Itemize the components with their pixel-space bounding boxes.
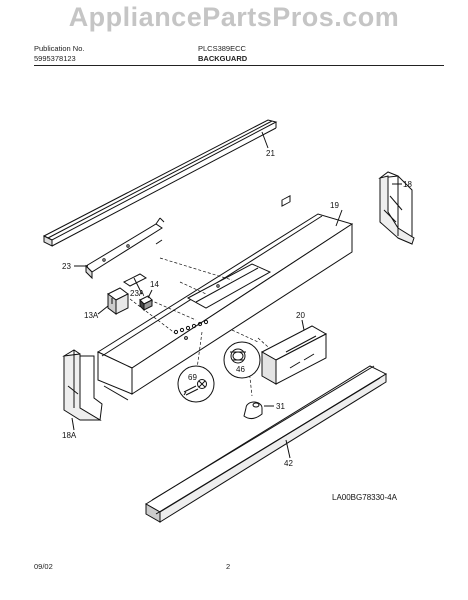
- callout-13a: 13A: [84, 311, 99, 320]
- leader-18a: [71, 417, 75, 431]
- end-cap-18a: [62, 349, 103, 421]
- knob-detail-46: [223, 341, 261, 379]
- callout-23a: 23A: [130, 289, 145, 298]
- clip-14: [139, 295, 153, 312]
- leader-20: [301, 319, 305, 331]
- callout-18: 18: [403, 180, 412, 189]
- callout-labels: 21 18 19 23 14 23A 13A 20 69 46 31 18A 4…: [62, 149, 412, 468]
- callout-14: 14: [150, 280, 159, 289]
- callout-21: 21: [266, 149, 275, 158]
- control-board-20: [260, 195, 328, 385]
- callout-18a: 18A: [62, 431, 77, 440]
- callout-31: 31: [276, 402, 285, 411]
- model-number: PLCS389ECC: [198, 44, 246, 53]
- footer-date: 09/02: [34, 562, 53, 571]
- leader-13a: [97, 305, 109, 315]
- callout-46: 46: [236, 365, 245, 374]
- callout-69: 69: [188, 373, 197, 382]
- callout-23: 23: [62, 262, 71, 271]
- leader-14: [147, 289, 153, 299]
- knob-31: [243, 401, 263, 420]
- screw-detail-69: [177, 365, 215, 403]
- leader-21: [261, 131, 269, 149]
- header-rule: [34, 65, 444, 66]
- end-cap-18: [378, 171, 415, 245]
- publication-number: 5995378123: [34, 54, 76, 63]
- backguard-panel-19: [96, 213, 354, 401]
- trim-rail-42: [145, 365, 388, 523]
- diagram-code: LA00BG78330-4A: [332, 493, 398, 502]
- section-title: BACKGUARD: [198, 54, 248, 63]
- leader-19: [335, 209, 343, 227]
- watermark: AppliancePartsPros.com: [68, 2, 400, 32]
- callout-19: 19: [330, 201, 339, 210]
- switch-13a: [107, 287, 129, 315]
- leader-42: [285, 439, 291, 459]
- connector-23a: [123, 273, 147, 295]
- trim-strip-21: [42, 119, 278, 247]
- callout-42: 42: [284, 459, 293, 468]
- callout-20: 20: [296, 311, 305, 320]
- bracket-23: [85, 217, 165, 280]
- footer-page: 2: [226, 562, 231, 571]
- publication-label: Publication No.: [34, 44, 85, 53]
